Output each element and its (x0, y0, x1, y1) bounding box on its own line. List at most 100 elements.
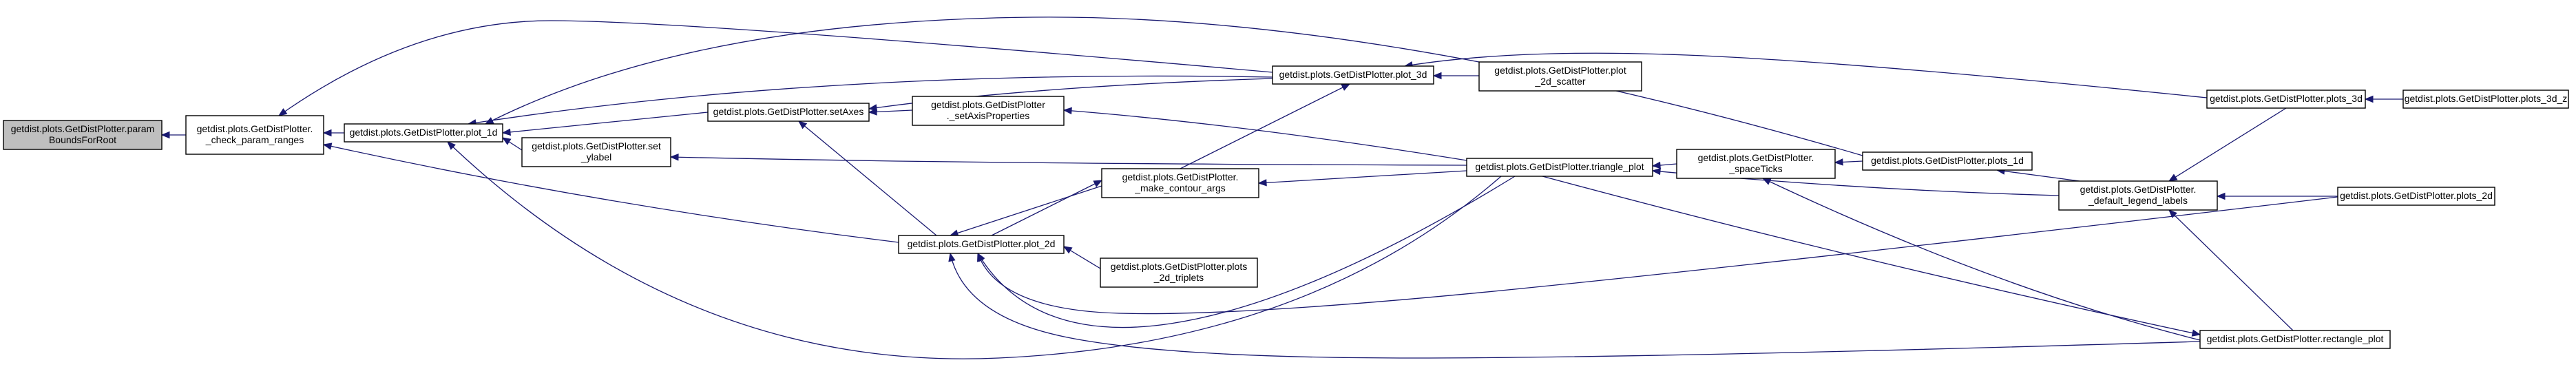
arrowhead-icon (1834, 158, 1843, 166)
node-box[interactable] (2206, 90, 2366, 109)
node-plots_2d[interactable]: getdist.plots.GetDistPlotter.plots_2d (2337, 187, 2495, 206)
edge-line (950, 185, 1102, 236)
edge-line (977, 176, 1516, 328)
edge-plots_3d-to-default_legend_labels (2168, 107, 2287, 182)
node-label-line: getdist.plots.GetDistPlotter.plots_2d (2340, 190, 2493, 201)
node-plots_1d[interactable]: getdist.plots.GetDistPlotter.plots_1d (1862, 151, 2033, 171)
arrowhead-icon (2168, 209, 2177, 218)
edge-setAxes-to-plot_1d (501, 112, 709, 136)
arrowhead-icon (1761, 178, 1772, 185)
arrowhead-icon (2216, 192, 2226, 200)
arrowhead-icon (501, 128, 511, 136)
node-box[interactable] (1466, 158, 1653, 177)
node-setAxisProperties[interactable]: getdist.plots.GetDistPlotter._setAxisPro… (912, 96, 1065, 126)
edge-line (977, 196, 2338, 315)
node-box[interactable] (912, 96, 1065, 126)
node-box[interactable] (2199, 330, 2391, 349)
node-box[interactable] (185, 115, 324, 155)
edge-rectangle_plot-to-default_legend_labels (2168, 209, 2294, 331)
edge-line (502, 112, 709, 134)
node-plot_1d[interactable]: getdist.plots.GetDistPlotter.plot_1d (344, 123, 503, 143)
arrowhead-icon (1341, 83, 1351, 91)
node-label-line: getdist.plots.GetDistPlotter.setAxes (713, 106, 864, 117)
node-box[interactable] (1862, 151, 2033, 171)
node-box[interactable] (2337, 187, 2495, 206)
node-plot_2d_scatter[interactable]: getdist.plots.GetDistPlotter.plot_2d_sca… (1478, 61, 1642, 92)
edge-line (2168, 209, 2294, 331)
node-label-line: _check_param_ranges (205, 134, 304, 145)
node-box[interactable] (1100, 258, 1258, 288)
node-plots_2d_triplets[interactable]: getdist.plots.GetDistPlotter.plots_2d_tr… (1100, 258, 1258, 288)
node-box[interactable] (707, 103, 870, 122)
node-set_ylabel[interactable]: getdist.plots.GetDistPlotter.set_ylabel (521, 137, 671, 167)
node-box[interactable] (3, 120, 163, 150)
node-box[interactable] (1676, 149, 1836, 179)
edge-line (2168, 107, 2287, 182)
arrowhead-icon (160, 131, 170, 139)
node-box[interactable] (898, 235, 1065, 254)
node-make_contour_args[interactable]: getdist.plots.GetDistPlotter._make_conto… (1101, 168, 1259, 198)
node-label-line: ._setAxisProperties (947, 110, 1030, 121)
node-label-line: getdist.plots.GetDistPlotter.plots_3d (2210, 93, 2363, 104)
node-label-line: getdist.plots.GetDistPlotter.plot (1494, 65, 1626, 76)
edge-set_ylabel-to-plot_1d (501, 137, 523, 151)
edge-plots_2d_triplets-to-plot_2d (1062, 246, 1101, 269)
node-box[interactable] (344, 123, 503, 143)
edge-line (1762, 178, 2201, 341)
node-box[interactable] (521, 137, 671, 167)
edge-line (798, 120, 937, 236)
arrowhead-icon (948, 252, 956, 262)
node-label-line: _2d_triplets (1153, 272, 1204, 283)
arrowhead-icon (669, 154, 679, 161)
edge-plot_2d-to-make_contour_args (991, 180, 1103, 236)
node-plots_3d_z[interactable]: getdist.plots.GetDistPlotter.plots_3d_z (2402, 90, 2569, 109)
arrowhead-icon (1062, 246, 1073, 254)
node-label-line: _default_legend_labels (2088, 195, 2188, 206)
node-box[interactable] (1101, 168, 1259, 198)
node-label-line: getdist.plots.GetDistPlotter. (2080, 184, 2197, 195)
node-paramBoundsForRoot[interactable]: getdist.plots.GetDistPlotter.paramBounds… (3, 120, 163, 150)
node-rectangle_plot[interactable]: getdist.plots.GetDistPlotter.rectangle_p… (2199, 330, 2391, 349)
edge-triangle_plot-to-set_ylabel (669, 154, 1467, 166)
node-default_legend_labels[interactable]: getdist.plots.GetDistPlotter._default_le… (2058, 180, 2218, 211)
node-plot_3d[interactable]: getdist.plots.GetDistPlotter.plot_3d (1272, 65, 1434, 85)
edge-line (1258, 170, 1467, 184)
arrowhead-icon (2168, 174, 2178, 182)
edge-spaceTicks-to-triangle_plot (1651, 161, 1677, 169)
edge-plot_3d-to-check_param_ranges (278, 20, 1273, 116)
edge-plots_3d_z-to-plots_3d (2364, 95, 2403, 103)
node-spaceTicks[interactable]: getdist.plots.GetDistPlotter._spaceTicks (1676, 149, 1836, 179)
node-plots_3d[interactable]: getdist.plots.GetDistPlotter.plots_3d (2206, 90, 2366, 109)
edge-triangle_plot-to-setAxisProperties (1062, 107, 1467, 161)
edge-rectangle_plot-to-spaceTicks (1761, 178, 2201, 341)
node-plot_2d[interactable]: getdist.plots.GetDistPlotter.plot_2d (898, 235, 1065, 254)
edge-line (950, 253, 2201, 359)
edge-line (1404, 52, 2208, 98)
node-setAxes[interactable]: getdist.plots.GetDistPlotter.setAxes (707, 103, 870, 122)
edge-line (447, 141, 1502, 359)
edge-setAxisProperties-to-setAxes (868, 108, 913, 116)
node-check_param_ranges[interactable]: getdist.plots.GetDistPlotter._check_para… (185, 115, 324, 155)
node-label-line: _2d_scatter (1534, 76, 1585, 87)
node-label-line: _make_contour_args (1134, 182, 1226, 193)
node-box[interactable] (1478, 61, 1642, 92)
edge-line (991, 180, 1102, 236)
node-box[interactable] (2402, 90, 2569, 109)
edge-line (1180, 83, 1350, 169)
edge-triangle_plot-to-plot_1d (447, 141, 1502, 359)
node-box[interactable] (1272, 65, 1434, 85)
arrowhead-icon (1651, 161, 1661, 169)
edge-line (1063, 109, 1467, 161)
node-label-line: getdist.plots.GetDistPlotter.rectangle_p… (2207, 333, 2384, 344)
node-triangle_plot[interactable]: getdist.plots.GetDistPlotter.triangle_pl… (1466, 158, 1653, 177)
edge-plots_2d-to-plot_2d (977, 196, 2338, 315)
node-label-line: getdist.plots.GetDistPlotter.plots_3d_z (2405, 93, 2568, 104)
node-box[interactable] (2058, 180, 2218, 211)
node-label-line: getdist.plots.GetDistPlotter (931, 99, 1045, 110)
edge-plot_2d-to-check_param_ranges (322, 143, 899, 243)
edge-plot_1d-to-check_param_ranges (322, 129, 344, 137)
edge-rectangle_plot-to-plot_2d (948, 252, 2201, 359)
node-label-line: getdist.plots.GetDistPlotter. (1122, 171, 1239, 182)
arrowhead-icon (501, 137, 512, 145)
